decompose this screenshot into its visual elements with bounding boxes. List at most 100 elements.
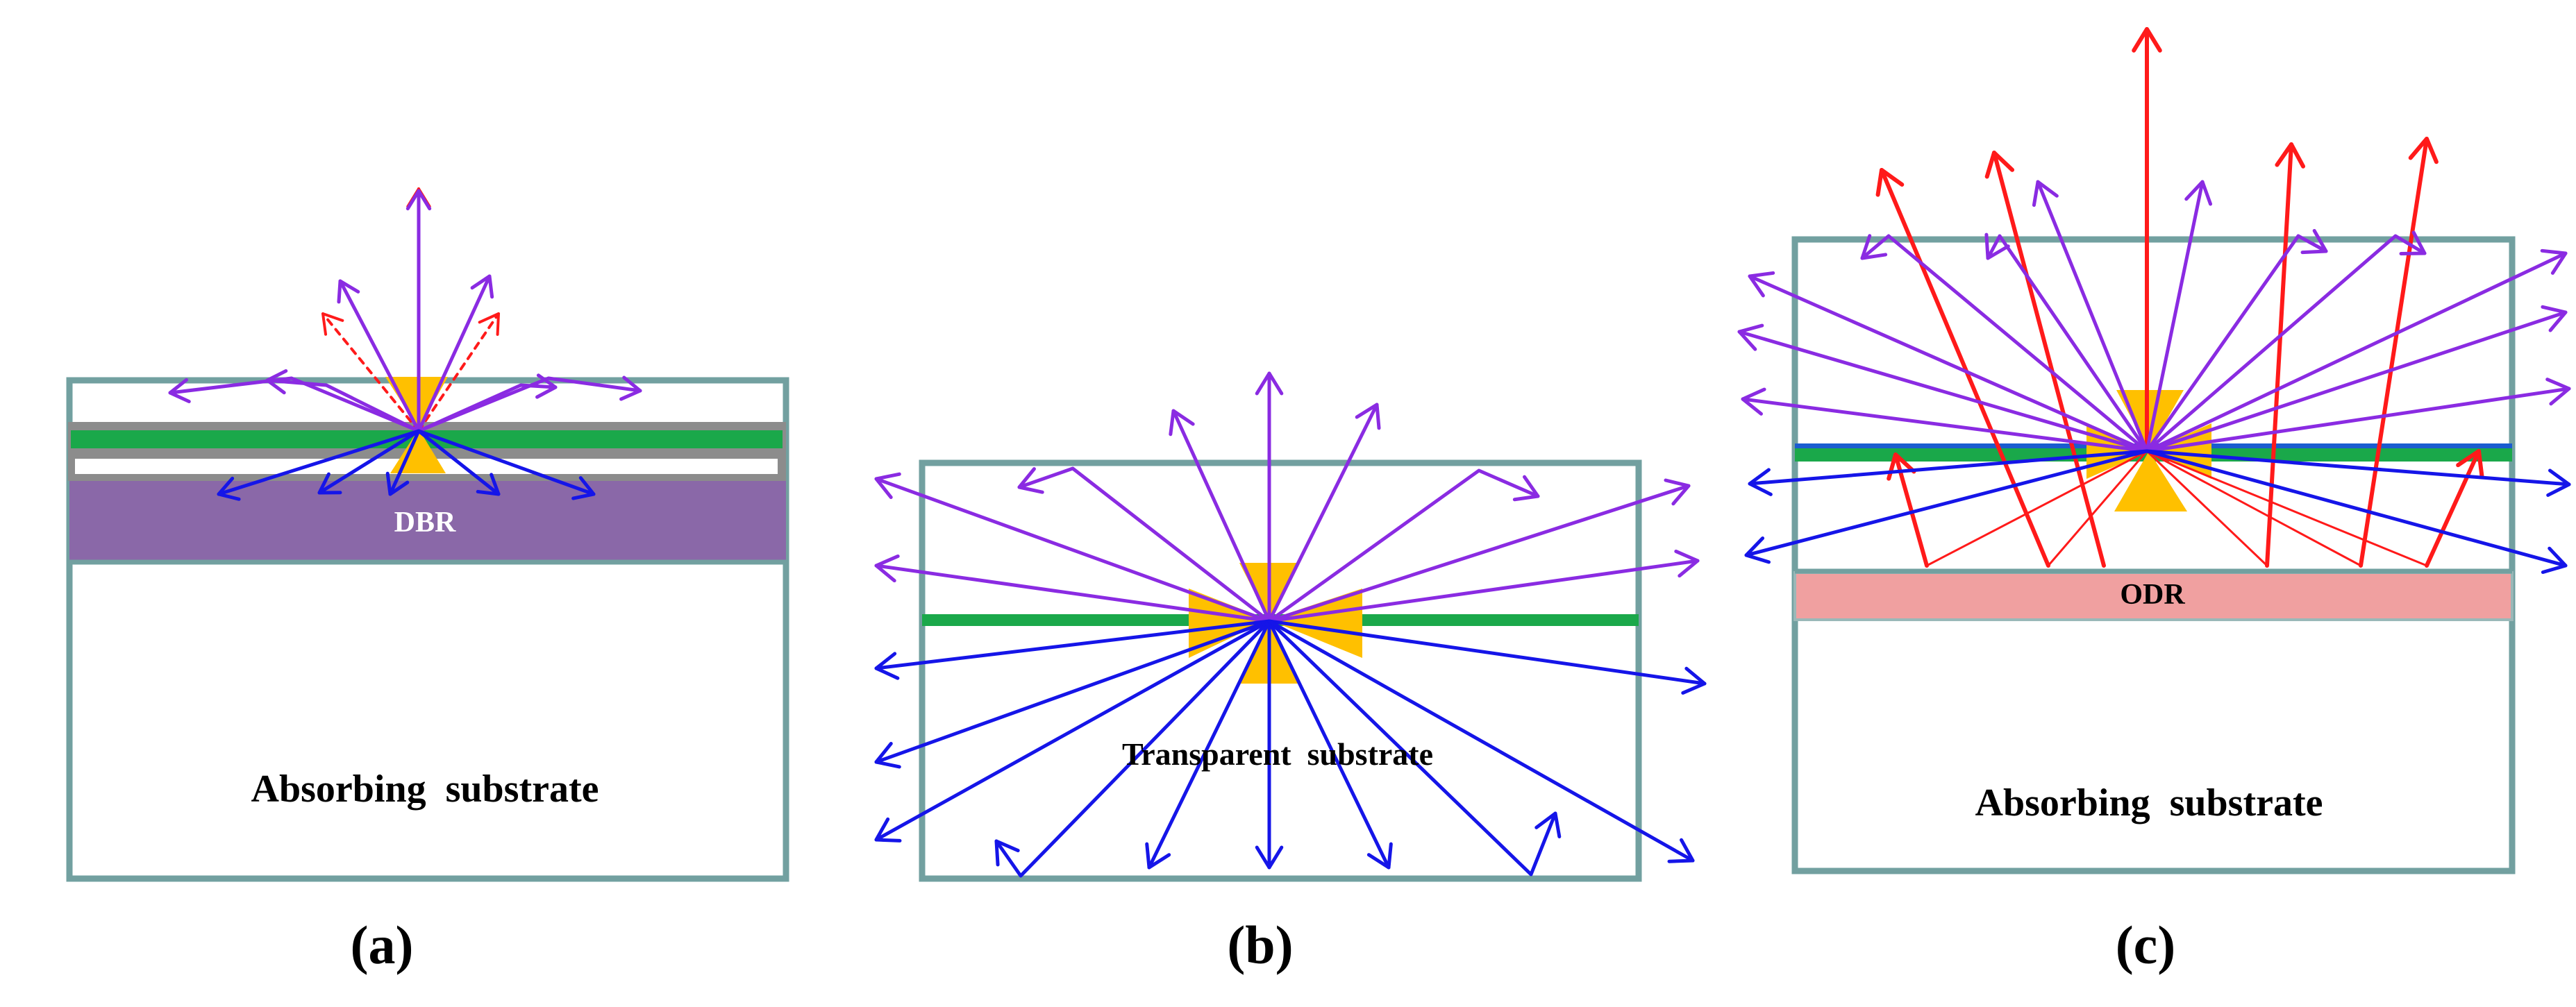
panel-a-escape-ray-left [321, 312, 420, 432]
panel-b-caption: (b) [1227, 915, 1293, 975]
panel-c-ray-refl-right-2-head [2399, 230, 2427, 255]
panel-a-ray-down-5 [417, 429, 596, 496]
panel-a-reflector-label: DBR [394, 507, 456, 539]
panel-c-ray-odr-refl-5-head [2408, 137, 2439, 164]
panel-a-ray-down-3 [388, 429, 421, 496]
panel-b-rays [874, 371, 1707, 878]
panel-c-rays [1737, 27, 2571, 574]
panel-b-ray-down-3 [1267, 619, 1391, 870]
panel-a-ray-up-left-head [337, 279, 360, 304]
panel-b-emitter-cone-left [1189, 589, 1269, 658]
panel-c-ray-to-odr-4 [2146, 450, 2362, 567]
panel-a-ray-trapped-left-2 [265, 378, 421, 433]
panel-c-ray-to-odr-3 [2146, 450, 2268, 567]
panel-a-ray-vertical-head [405, 189, 432, 211]
panel-c-ray-up-1-head [2032, 180, 2059, 208]
panel-a-ray-trapped-left [168, 376, 421, 433]
panel-a-escape-ray-right [417, 312, 500, 432]
panel-c-ray-down-left-2-head [1744, 536, 1771, 564]
panel-c-ray-to-odr-5 [2146, 450, 2428, 567]
panel-c: ODR Absorbing substrate (c) [1737, 27, 2571, 975]
panel-c-ray-odr-refl-1 [1893, 452, 1929, 568]
panel-a-escape-ray-right-head [478, 312, 500, 336]
panel-c-ray-right-3 [2145, 387, 2571, 453]
panel-c-ray-down-left-2 [1744, 449, 2149, 557]
panel-b-ray-down-1-head [1145, 842, 1171, 870]
panel-c-ray-down-right-1-head [2546, 468, 2571, 497]
panel-a-rays [168, 187, 642, 501]
panel-c-ray-up-2 [2145, 180, 2205, 453]
panel-c-ray-right-1 [2145, 251, 2568, 453]
panel-c-ray-odr-refl-3-head [1984, 151, 2015, 179]
panel-c-emitter-cone-bottom [2114, 451, 2187, 511]
panel-b-substrate-label: Transparent substrate [1122, 736, 1433, 772]
panel-a-caption: (a) [351, 915, 414, 975]
panel-c-ray-up-1 [2036, 180, 2149, 453]
panel-b-ray-refl-left [1017, 466, 1271, 623]
panel-b-ray-up-left [1171, 409, 1271, 623]
panel-a-ray-trapped-left-2-head [265, 369, 288, 395]
panel-c-ray-left-1-head [1748, 271, 1775, 298]
panel-c-ray-refl-left-1 [1860, 234, 2149, 453]
panel-c-ray-refl-right-2 [2145, 234, 2427, 453]
panel-c-ray-to-odr-1 [1925, 450, 2148, 567]
panel-c-ray-odr-refl-4 [2265, 142, 2293, 568]
panel-c-chip-outline [1791, 236, 2516, 874]
panel-c-ray-left-3 [1741, 397, 2149, 453]
panel-a-ray-trapped-right-2-head [535, 373, 558, 399]
panel-b-ray-down-left-3-head [874, 817, 902, 843]
panel-b-ray-down-right-1 [1267, 619, 1707, 686]
panel-c-ray-left-3-head [1741, 387, 1766, 416]
panel-b-ray-bottom-refl-left [994, 619, 1271, 878]
panel-c-ray-left-2-head [1737, 323, 1764, 351]
panel-c-odr-layer [1793, 571, 2514, 621]
panel-b-ray-left-1-head [874, 472, 901, 500]
panel-c-ray-odr-refl-6 [2425, 449, 2481, 568]
panel-b-ray-refl-left-head [1017, 467, 1044, 494]
panel-c-ray-refl-right-1-head [2300, 228, 2328, 255]
panel-c-ray-odr-refl-4-head [2275, 142, 2306, 169]
panel-b-ray-right-1-head [1664, 478, 1691, 506]
panel-a-ray-down-1 [217, 429, 421, 496]
panel-a-ray-up-left [338, 279, 421, 433]
panel-a-ray-down-2-head [317, 472, 342, 495]
panel-a-ray-down-3-head [385, 471, 410, 496]
panel-a-dbr-layer [69, 481, 786, 562]
panel-b-chip-outline [919, 459, 1642, 882]
panel-b-ray-down-left-3 [874, 619, 1271, 842]
panel-c-ray-left-2 [1737, 330, 2149, 453]
panel-a-ray-down-4 [417, 429, 501, 496]
panel-b-ray-bottom-refl-right [1267, 619, 1557, 877]
panel-b-ray-refl-right-head [1512, 475, 1540, 502]
panel-c-ray-down-right-2 [2145, 449, 2568, 568]
panel-b-ray-left-1 [874, 477, 1271, 623]
panel-b-ray-right-2 [1267, 559, 1700, 623]
panel-b-ray-down-left-2-head [874, 741, 901, 769]
panel-c-ray-down-right-1 [2145, 449, 2571, 486]
panel-a-ray-trapped-left-head [168, 378, 191, 404]
panel-c-ray-odr-refl-6-head [2456, 449, 2484, 478]
panel-b-ray-right-1 [1267, 484, 1691, 623]
panel-c-caption: (c) [2116, 915, 2176, 975]
panel-c-reflector-label: ODR [2120, 579, 2185, 611]
panel-c-ray-refl-right-1 [2145, 234, 2328, 453]
panel-a: DBR Absorbing substrate (a) [66, 187, 789, 975]
panel-c-ray-refl-left-2-head [1984, 232, 2010, 260]
panel-b: Transparent substrate (b) [874, 371, 1707, 975]
panel-c-ray-right-2-head [2541, 305, 2568, 332]
panel-a-substrate-label: Absorbing substrate [251, 768, 599, 811]
panel-c-ray-down-left-1 [1748, 449, 2149, 486]
panel-b-ray-left-2 [874, 564, 1271, 623]
panel-b-ray-down-2-head [1255, 845, 1284, 870]
panel-b-ray-refl-right [1267, 468, 1540, 623]
panel-a-ray-down-4-head [476, 473, 501, 496]
panel-b-ray-down-left-2 [874, 619, 1271, 764]
panel-b-ray-down-left-1-head [874, 652, 900, 680]
panel-a-ray-trapped-right-head [619, 375, 642, 401]
panel-b-ray-left-2-head [874, 554, 900, 583]
panel-c-ray-refl-left-2 [1986, 234, 2149, 453]
panel-a-ray-down-1-head [217, 476, 241, 501]
panel-b-ray-up-right-head [1355, 403, 1381, 430]
panel-c-substrate-label: Absorbing substrate [1975, 781, 2323, 824]
